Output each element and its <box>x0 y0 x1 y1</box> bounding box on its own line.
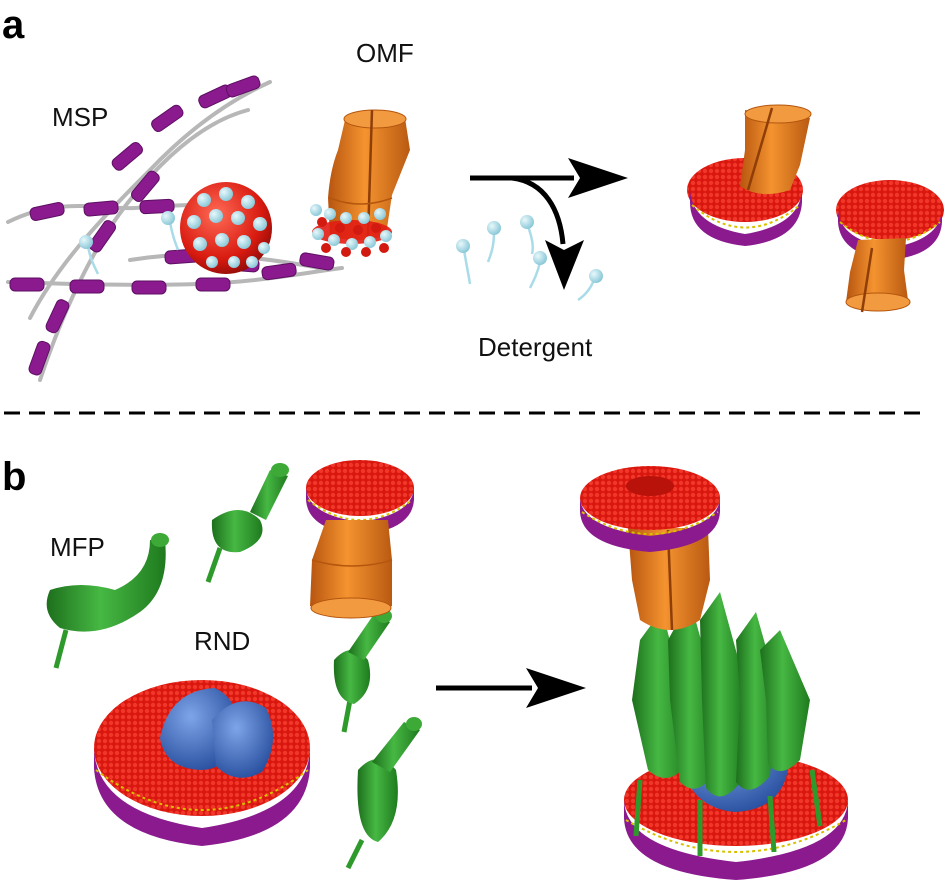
rnd-nanodisc <box>94 680 310 846</box>
mfp-protein-3 <box>333 609 392 733</box>
rnd-protein <box>160 688 274 778</box>
panel-b-letter: b <box>2 455 26 499</box>
assembled-pump <box>580 466 848 880</box>
mfp-protein-4 <box>345 717 422 870</box>
omf-label: OMF <box>356 38 414 68</box>
micelle-sphere <box>180 182 272 274</box>
rnd-label: RND <box>194 626 250 656</box>
msp-detergent-molecules <box>79 211 180 275</box>
reaction-arrow-a <box>470 158 628 290</box>
omf-nanodisc-b <box>306 460 414 619</box>
mfp-protein-2 <box>205 463 289 583</box>
omf-detergent-collar <box>310 204 392 257</box>
omf-protein <box>310 109 410 257</box>
released-detergent <box>456 215 603 302</box>
mfp-protein-1 <box>46 533 169 669</box>
msp-helices <box>9 75 335 376</box>
detergent-removal-arrowhead <box>545 240 584 290</box>
detergent-label: Detergent <box>478 332 593 362</box>
omf-nanodisc-1 <box>687 104 812 246</box>
msp-label: MSP <box>52 102 108 132</box>
panel-b: b MFP RND <box>2 455 848 880</box>
omf-nanodisc-2 <box>836 180 944 313</box>
mfp-label: MFP <box>50 532 105 562</box>
panel-a-letter: a <box>2 3 25 47</box>
panel-a: a MSP OMF Detergent <box>2 3 944 382</box>
